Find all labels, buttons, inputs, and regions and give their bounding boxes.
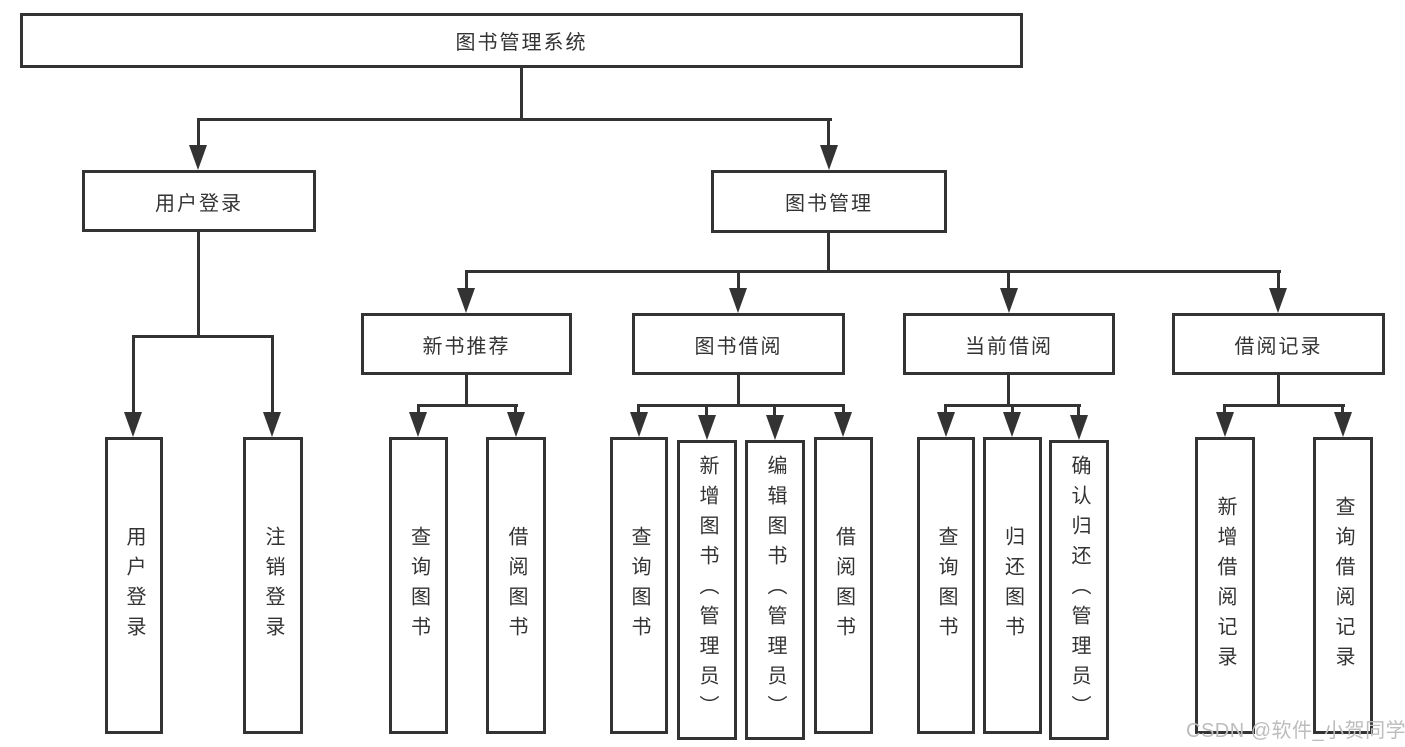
- node-current-borrowing: 当前借阅: [903, 313, 1115, 375]
- leaf-return-books: 归还图书: [983, 437, 1042, 734]
- arrowhead-down-icon: [507, 412, 525, 437]
- arrowhead-down-icon: [630, 412, 648, 437]
- node-label: 新书推荐: [422, 335, 511, 358]
- arrowhead-down-icon: [263, 412, 281, 437]
- connector-line: [417, 404, 518, 407]
- leaf-borrow-books-borrowing: 借阅图书: [814, 437, 873, 734]
- leaf-label: 借阅图书: [505, 525, 527, 646]
- node-label: 图书管理系统: [455, 32, 588, 54]
- arrowhead-down-icon: [937, 412, 955, 437]
- leaf-edit-books-admin: 编辑图书（管理员）: [745, 440, 805, 740]
- connector-line: [417, 404, 420, 416]
- leaf-label: 确认归还（管理员）: [1068, 455, 1090, 725]
- node-new-book-recommendation: 新书推荐: [361, 313, 572, 375]
- node-book-borrowing: 图书借阅: [632, 313, 845, 375]
- leaf-label: 查询图书: [628, 525, 650, 646]
- node-user-login: 用户登录: [82, 170, 316, 232]
- connector-line: [1277, 270, 1280, 292]
- leaf-label: 编辑图书（管理员）: [764, 455, 786, 725]
- connector-line: [1011, 404, 1014, 416]
- leaf-label: 查询图书: [407, 525, 430, 646]
- arrowhead-down-icon: [766, 415, 784, 440]
- arrowhead-down-icon: [189, 145, 207, 170]
- arrowhead-down-icon: [1003, 412, 1021, 437]
- leaf-confirm-return-admin: 确认归还（管理员）: [1049, 440, 1109, 740]
- arrowhead-down-icon: [834, 412, 852, 437]
- connector-line: [1077, 404, 1080, 419]
- connector-line: [705, 404, 708, 419]
- leaf-user-login: 用户登录: [105, 437, 163, 734]
- leaf-label: 注销登录: [262, 525, 284, 646]
- connector-line: [132, 335, 135, 415]
- connector-line: [737, 375, 740, 407]
- arrowhead-down-icon: [124, 412, 142, 437]
- connector-line: [1007, 270, 1010, 292]
- connector-line: [197, 232, 200, 338]
- leaf-add-books-admin: 新增图书（管理员）: [677, 440, 737, 740]
- leaf-label: 查询借阅记录: [1332, 495, 1354, 676]
- arrowhead-down-icon: [698, 415, 716, 440]
- arrowhead-down-icon: [1216, 412, 1234, 437]
- leaf-query-books-current: 查询图书: [917, 437, 975, 734]
- arrowhead-down-icon: [1000, 288, 1018, 313]
- node-book-management: 图书管理: [711, 170, 947, 233]
- arrowhead-down-icon: [1334, 412, 1352, 437]
- arrowhead-down-icon: [729, 288, 747, 313]
- arrowhead-down-icon: [457, 288, 475, 313]
- node-borrowing-records: 借阅记录: [1172, 313, 1385, 375]
- leaf-label: 借阅图书: [832, 525, 855, 646]
- arrowhead-down-icon: [820, 145, 838, 170]
- connector-line: [637, 404, 640, 416]
- leaf-query-borrow-record: 查询借阅记录: [1313, 437, 1373, 734]
- leaf-label: 查询图书: [935, 525, 957, 646]
- connector-line: [1341, 404, 1344, 416]
- leaf-label: 归还图书: [1001, 525, 1024, 646]
- connector-line: [132, 335, 274, 338]
- connector-line: [197, 118, 832, 121]
- connector-line: [944, 404, 947, 416]
- connector-line: [1223, 404, 1345, 407]
- leaf-label: 新增借阅记录: [1214, 495, 1236, 676]
- connector-line: [827, 233, 830, 273]
- leaf-borrow-books-new-book: 借阅图书: [486, 437, 546, 734]
- connector-line: [737, 270, 740, 292]
- leaf-add-borrow-record: 新增借阅记录: [1195, 437, 1255, 734]
- connector-line: [465, 270, 468, 292]
- node-label: 图书管理: [785, 193, 873, 215]
- leaf-label: 新增图书（管理员）: [696, 455, 718, 725]
- node-label: 用户登录: [155, 192, 243, 215]
- connector-line: [514, 404, 517, 416]
- connector-line: [1007, 375, 1010, 407]
- arrowhead-down-icon: [409, 412, 427, 437]
- connector-line: [1277, 375, 1280, 407]
- arrowhead-down-icon: [1070, 415, 1088, 440]
- node-label: 图书借阅: [694, 335, 783, 358]
- node-library-management-system: 图书管理系统: [20, 13, 1023, 68]
- leaf-query-books-new-book: 查询图书: [389, 437, 448, 734]
- connector-line: [637, 404, 845, 407]
- connector-line: [271, 335, 274, 415]
- leaf-label: 用户登录: [123, 525, 145, 646]
- connector-line: [773, 404, 776, 419]
- connector-line: [1223, 404, 1226, 416]
- connector-line: [465, 270, 1281, 273]
- connector-line: [465, 375, 468, 407]
- connector-line: [520, 67, 523, 120]
- connector-line: [827, 118, 830, 150]
- leaf-logout: 注销登录: [243, 437, 303, 734]
- connector-line: [197, 118, 200, 150]
- connector-line: [842, 404, 845, 416]
- node-label: 当前借阅: [965, 335, 1053, 358]
- node-label: 借阅记录: [1234, 335, 1323, 358]
- csdn-watermark: CSDN @软件_小贺同学: [1186, 720, 1405, 742]
- arrowhead-down-icon: [1269, 288, 1287, 313]
- leaf-query-books-borrowing: 查询图书: [610, 437, 668, 734]
